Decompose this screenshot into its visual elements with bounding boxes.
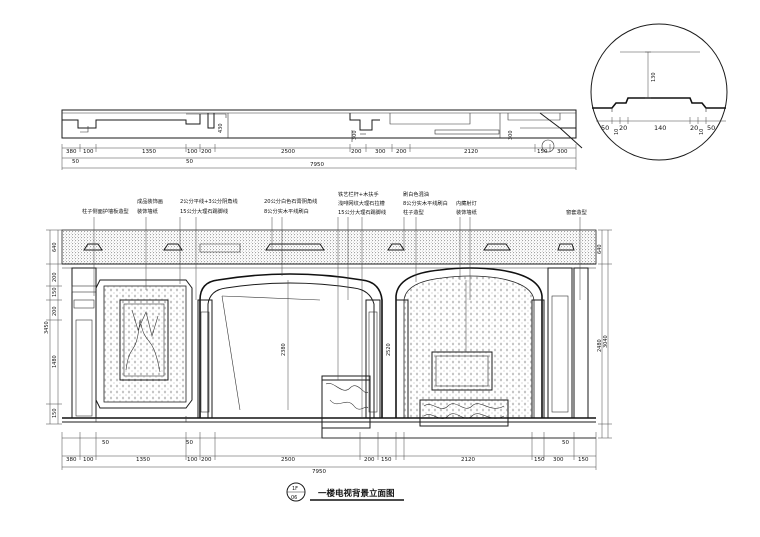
callout-labels: 柱子侧面护墙板造型 成品装饰画 装饰墙纸 2公分平线+3公分阴角线 15公分大理… (82, 190, 587, 216)
title-tag-top: 1F (292, 486, 298, 492)
plan-dim-200c: 200 (396, 149, 407, 155)
plan-dim-200b: 200 (351, 149, 362, 155)
painting-frame (95, 279, 193, 409)
callout-pillar-side: 柱子侧面护墙板造型 (82, 207, 129, 215)
elev-dim-100a: 100 (83, 457, 94, 463)
callout-gypsum: 20公分白色石膏阴角线 (264, 197, 317, 205)
left-dim-200a: 200 (52, 272, 58, 282)
callout-painting: 成品装饰画 (137, 197, 163, 205)
detail-marker (541, 139, 555, 153)
callout-pillar-shape: 柱子造型 (403, 208, 424, 216)
callout-window-frame: 窗套造型 (566, 208, 587, 216)
detail-dim-20b: 20 (690, 124, 698, 132)
callout-spotlight: 内藏射灯 (456, 199, 477, 207)
callout-white-paint: 刷白色混油 (403, 190, 429, 198)
callout-flat-line: 2公分平线+3公分阴角线 (180, 197, 238, 205)
callout-wood-line-right: 8公分实木平线刷白 (403, 199, 448, 207)
elev-dim-50a: 50 (102, 440, 109, 446)
elev-dim-200b: 200 (364, 457, 375, 463)
callout-leaders (93, 217, 581, 418)
elev-dim-2120: 2120 (461, 457, 475, 463)
elev-dim-50b: 50 (186, 440, 193, 446)
ceiling-band (61, 229, 597, 265)
dim-2380: 2380 (281, 343, 287, 356)
elev-dim-50c: 50 (562, 440, 569, 446)
elevation-view: 2380 2520 (61, 217, 597, 439)
left-dim-150a: 150 (52, 287, 58, 297)
detail-dim-50a: 50 (601, 124, 609, 132)
detail-dim-10b: 10 (699, 129, 705, 135)
elev-dim-1350: 1350 (136, 457, 150, 463)
callout-wallpaper-left: 装饰墙纸 (137, 207, 158, 215)
left-dim-640: 640 (52, 242, 58, 252)
left-dim-200b: 200 (52, 306, 58, 316)
detail-dim-140: 140 (654, 124, 666, 132)
elev-dim-200a: 200 (201, 457, 212, 463)
plan-dim-total: 7950 (310, 162, 324, 168)
title-tag-bottom: 06 (291, 495, 297, 501)
detail-dim-10a: 10 (614, 129, 620, 135)
tv-cabinet (419, 399, 509, 427)
left-dim-150b: 150 (52, 408, 58, 418)
plan-dim-1350: 1350 (142, 149, 156, 155)
plan-dim-300: 300 (375, 149, 386, 155)
elev-dim-150b: 150 (534, 457, 545, 463)
left-dim-1480: 1480 (52, 355, 58, 368)
drawing-title-text: 一楼电视背景立面图 (318, 488, 395, 499)
left-dim-total: 3450 (44, 321, 50, 334)
callout-wallpaper-right: 装饰墙纸 (456, 208, 477, 216)
detail-dim-50b: 50 (707, 124, 715, 132)
callout-marble-groove: 浅啡网纹大理石拉槽 (338, 199, 385, 207)
plan-dim-380: 380 (66, 149, 77, 155)
right-dim-2480: 2480 (597, 339, 603, 352)
plan-dim-2120: 2120 (464, 149, 478, 155)
elev-dim-total: 7950 (312, 469, 326, 475)
plan-view: 380 100 1350 100 200 2500 200 300 200 21… (61, 109, 583, 170)
railing (321, 375, 371, 429)
plan-side-430: 430 (218, 123, 224, 133)
detail-dim-20a: 20 (619, 124, 627, 132)
right-dim-total: 3040 (603, 335, 609, 348)
callout-skirting-right: 15公分大理石踢脚线 (338, 208, 386, 216)
plan-dim-200a: 200 (201, 149, 212, 155)
callout-wood-line-left: 8公分实木平线刷白 (264, 207, 309, 215)
drawing-title: 1F 06 一楼电视背景立面图 (286, 482, 404, 502)
plan-dim-100b: 100 (187, 149, 198, 155)
plan-dim-100a: 100 (83, 149, 94, 155)
plan-dim-50a: 50 (72, 159, 79, 165)
elevation-dimensions: 50 50 50 380 100 1350 100 200 2500 200 1… (44, 229, 612, 475)
callout-skirting-left: 15公分大理石踢脚线 (180, 207, 228, 215)
tv-screen (431, 351, 493, 391)
painting-art (123, 303, 165, 377)
plan-dim-150: 150 (537, 149, 548, 155)
elev-dim-2500: 2500 (281, 457, 295, 463)
elev-dim-380: 380 (66, 457, 77, 463)
right-dim-640: 640 (597, 244, 603, 254)
plan-side-300b: 300 (508, 130, 514, 140)
plan-dim-2500: 2500 (281, 149, 295, 155)
callout-railing: 铁艺栏杆+木扶手 (338, 190, 379, 198)
plan-tick-marks (61, 144, 577, 170)
arch-left (199, 273, 383, 418)
plan-dim-300b: 300 (557, 149, 568, 155)
plan-dim-50b: 50 (186, 159, 193, 165)
elev-dim-100b: 100 (187, 457, 198, 463)
elev-dim-150c: 150 (578, 457, 589, 463)
elev-dim-150a: 150 (381, 457, 392, 463)
plan-side-300a: 300 (352, 130, 358, 140)
dim-2520: 2520 (386, 343, 392, 356)
cornice-detail: 130 50 10 20 140 20 10 50 (590, 23, 728, 161)
detail-height-130: 130 (651, 72, 657, 82)
elev-dim-300: 300 (553, 457, 564, 463)
